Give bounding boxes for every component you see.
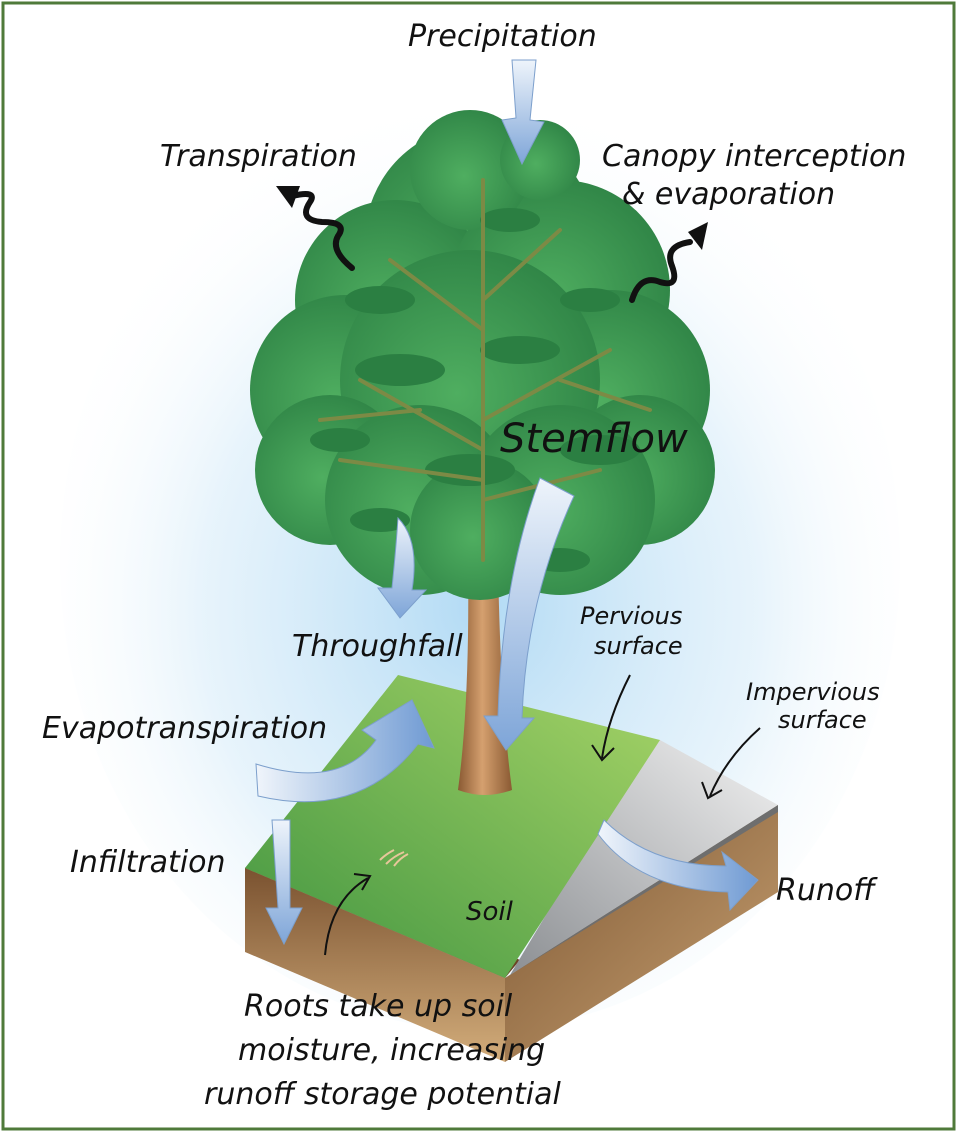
impervious-pointer [701,727,761,800]
evapotranspiration-arrow [255,699,435,803]
impervious-label-line2: surface [778,706,867,734]
impervious-label-line1: Impervious [746,678,880,706]
stemflow-arrow [483,477,575,751]
tree-canopy [250,110,715,600]
canopy-interception-label: Canopy interception [602,139,906,174]
throughfall-arrow [377,516,428,619]
soil-label: Soil [466,897,514,927]
evapotranspiration-label: Evapotranspiration [42,711,327,746]
soil-front-face [245,868,505,1062]
throughfall-label: Throughfall [292,629,463,664]
tree [250,110,715,795]
precipitation-arrow [501,59,545,166]
infiltration-label: Infiltration [70,845,226,880]
roots-pointer [324,873,372,956]
transpiration-arrow [289,191,355,271]
roots-label-line2: moisture, increasing [238,1033,545,1068]
roots [379,849,409,867]
infiltration-arrow [265,819,303,946]
evaporation-arrow [629,239,693,303]
canopy-shading [310,208,640,572]
evaporation-arrowhead [688,222,708,250]
pervious-surface [245,675,660,978]
pervious-label-line1: Pervious [580,602,682,630]
stemflow-label: Stemflow [500,416,688,462]
pervious-label-line2: surface [594,632,683,660]
precipitation-label: Precipitation [408,19,597,54]
ground-block [245,675,778,1062]
roots-label-line1: Roots take up soil [244,989,513,1024]
roots-label-line3: runoff storage potential [204,1077,562,1112]
pervious-pointer [591,674,631,762]
canopy-evaporation-label: & evaporation [622,177,835,212]
runoff-arrow [597,819,759,912]
runoff-label: Runoff [776,873,878,908]
transpiration-label: Transpiration [160,139,357,174]
transpiration-arrowhead [276,186,300,208]
